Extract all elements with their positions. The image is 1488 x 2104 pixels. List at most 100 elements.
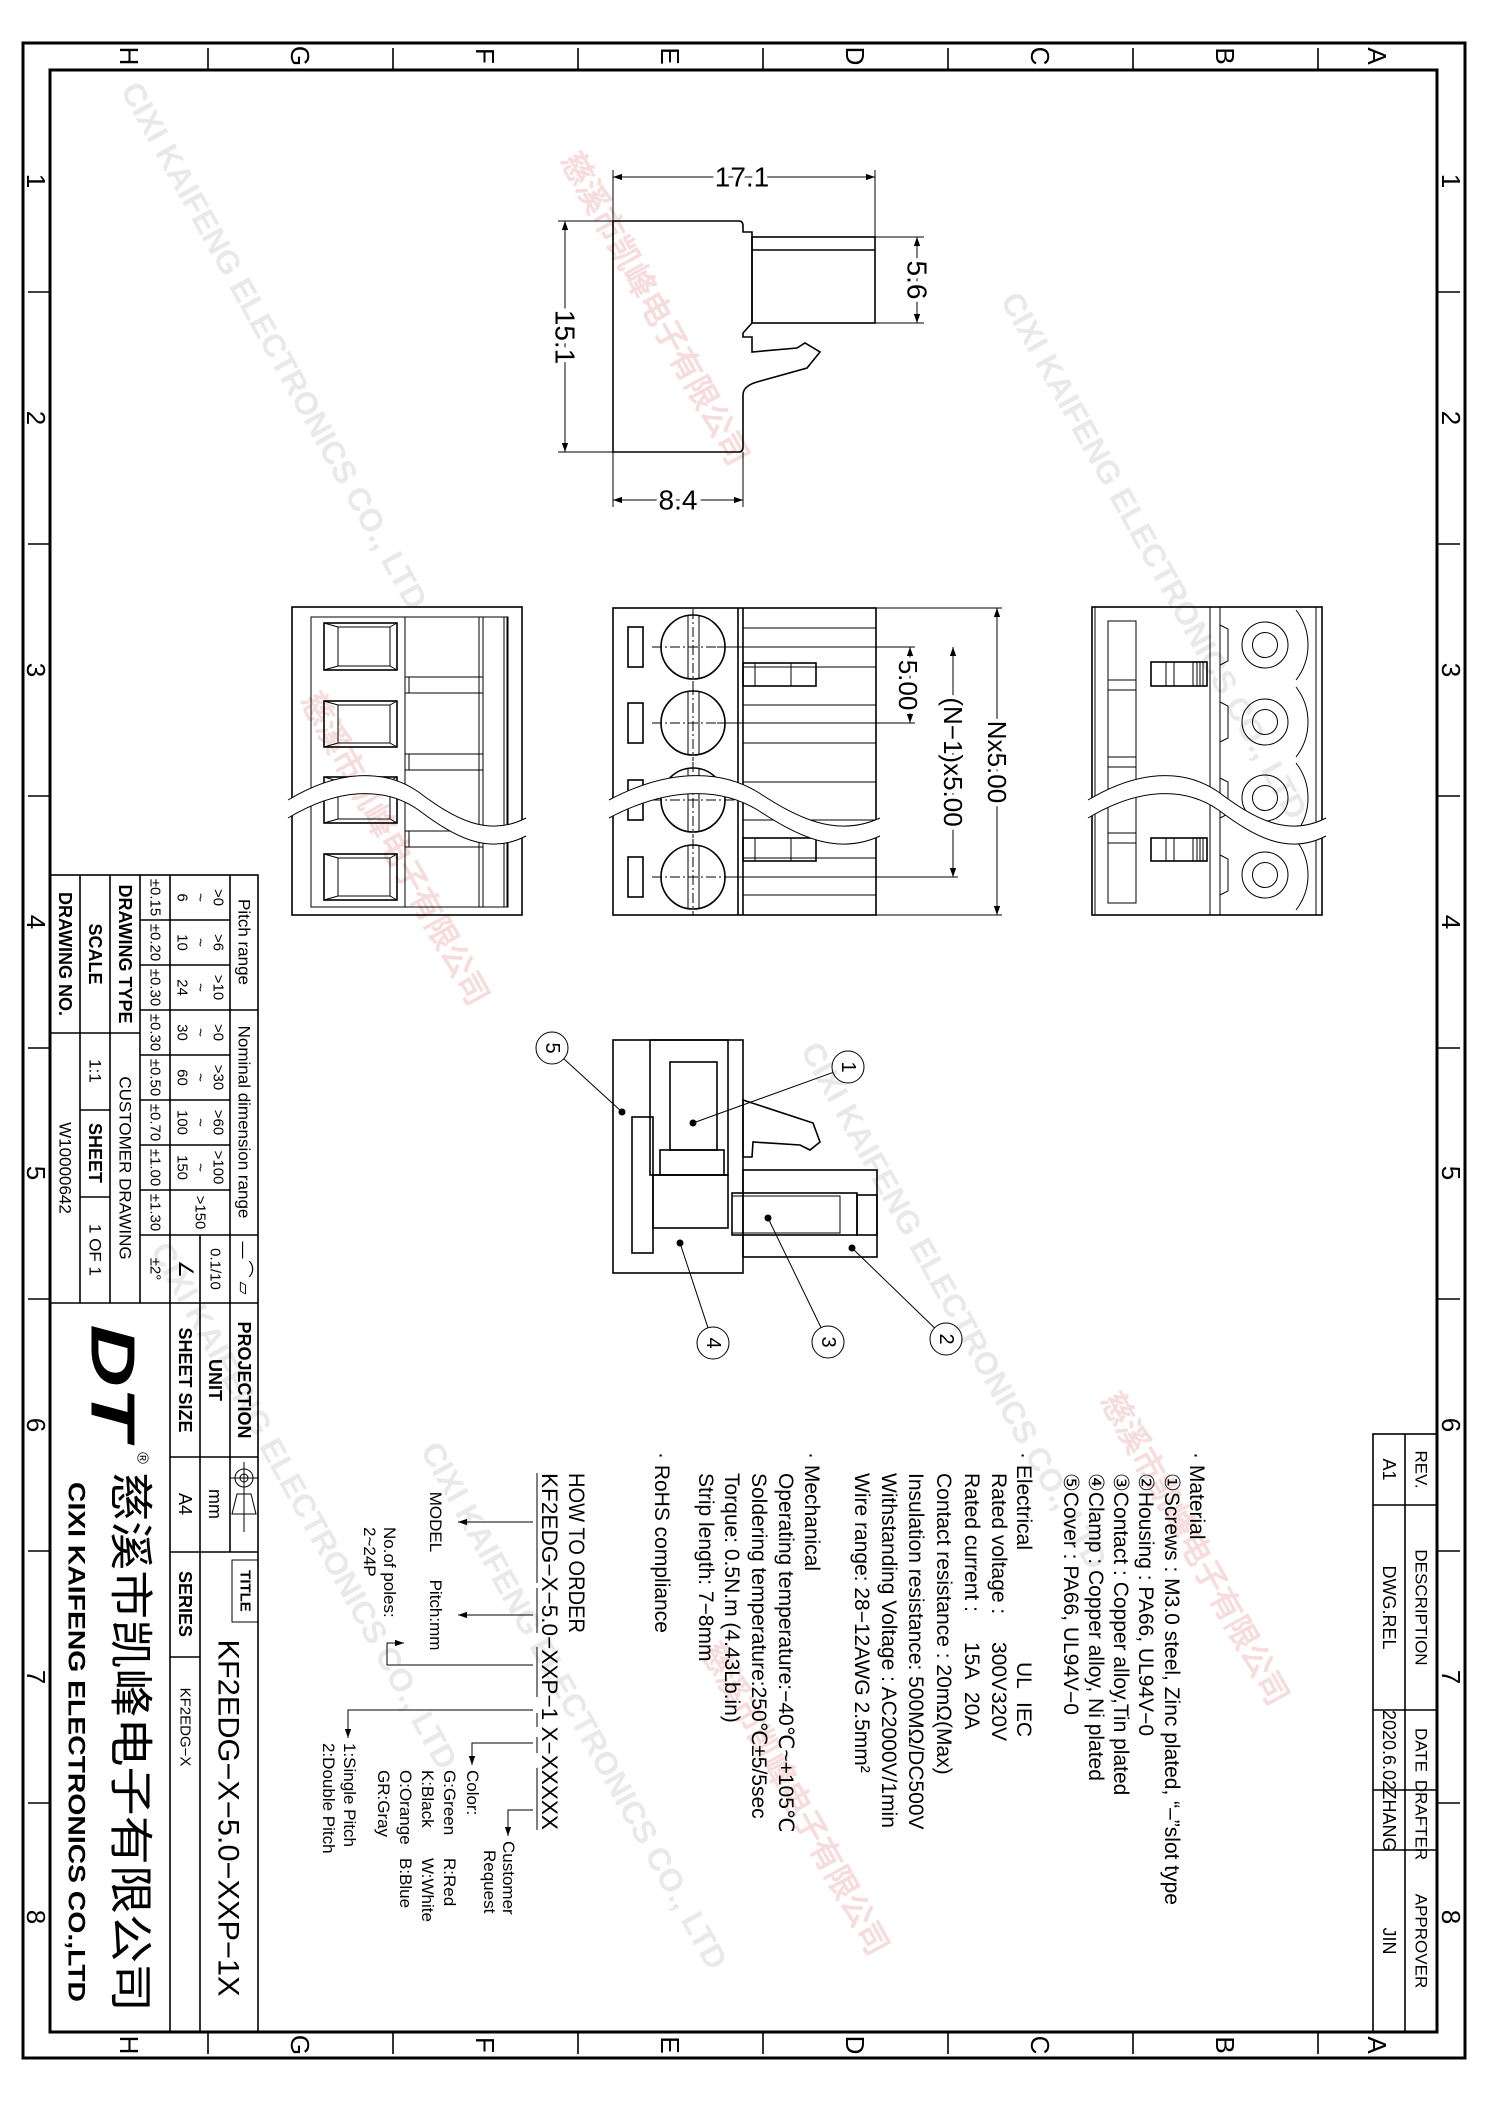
leader-line bbox=[692, 1071, 834, 1124]
company-name-cn: 慈溪市凯峰电子有限公司 bbox=[106, 1472, 155, 2012]
zone-number: 6 bbox=[1436, 1418, 1466, 1432]
contact-socket-inner bbox=[1252, 785, 1278, 811]
range-cell: ~ bbox=[192, 893, 209, 902]
color-heading: Color: bbox=[463, 1770, 482, 1815]
model-label: MODEL bbox=[426, 1492, 445, 1552]
wire-entry-window bbox=[323, 853, 398, 901]
range-cell: 6 bbox=[174, 893, 191, 901]
long-slot bbox=[1107, 620, 1137, 904]
scallop bbox=[1295, 686, 1309, 758]
range-cell: 30 bbox=[174, 1024, 191, 1041]
tolerance-cell: ±0.30 bbox=[147, 969, 164, 1006]
chamfer bbox=[389, 700, 398, 706]
chamfer bbox=[389, 895, 398, 901]
watermark-text: CIXI KAIFENG ELECTRONICS CO., LTD bbox=[114, 76, 435, 615]
revision-cell: JIN bbox=[1379, 1928, 1399, 1955]
zone-letter: B bbox=[1210, 47, 1240, 64]
chamfer bbox=[323, 622, 339, 628]
left-view bbox=[287, 606, 527, 916]
chamfer bbox=[389, 742, 398, 748]
plug-portion bbox=[751, 236, 876, 324]
tolerance-cell: ±0.15 bbox=[147, 879, 164, 916]
range-cell: ~ bbox=[192, 1073, 209, 1082]
test-slot bbox=[627, 702, 644, 744]
chamfer bbox=[389, 665, 398, 671]
range-cell: >10 bbox=[210, 975, 227, 1000]
electrical-item: Insulation resistance: 500MΩ/DC500V bbox=[904, 1473, 927, 1830]
revision-header: DATE bbox=[1412, 1728, 1431, 1772]
zone-number: 1 bbox=[1436, 174, 1466, 188]
leader-line bbox=[679, 1242, 709, 1328]
electrical-item: Wire range: 28−12AWG 2.5mm² bbox=[850, 1473, 873, 1773]
scallop bbox=[1295, 609, 1309, 681]
callout-balloon bbox=[535, 1031, 569, 1065]
range-cell: 24 bbox=[174, 979, 191, 996]
series-value: KF2EDG−X bbox=[177, 1688, 194, 1767]
tolerance-cell: ±0.20 bbox=[147, 924, 164, 961]
callout-balloon bbox=[831, 1050, 865, 1084]
registered-mark: ® bbox=[134, 1452, 151, 1464]
color-option: R:Red bbox=[440, 1858, 459, 1906]
range-cell: >150 bbox=[192, 1196, 209, 1230]
tolerance-cell: ±0.50 bbox=[147, 1059, 164, 1096]
customer-request-label: Customer bbox=[499, 1841, 518, 1915]
revision-cell: DWG.REL bbox=[1379, 1565, 1399, 1649]
material-item: ③Contact : Copper alloy,Tin plated bbox=[1109, 1473, 1132, 1795]
mating-view bbox=[1087, 606, 1327, 916]
customer-arrow bbox=[504, 1809, 533, 1836]
latch-bar bbox=[1150, 661, 1208, 687]
contact-bore bbox=[731, 1192, 858, 1236]
zone-number: 4 bbox=[21, 915, 51, 929]
range-cell: ~ bbox=[192, 983, 209, 992]
electrical-item: Withstanding Voltage : AC2000V/1min bbox=[877, 1473, 900, 1828]
ordering-code: KF2EDG−X−5.0−XXP−1 X−XXXXX bbox=[537, 1473, 562, 1830]
break-line bbox=[608, 775, 881, 827]
revision-table: REV.A1DESCRIPTIONDWG.RELDATE2020.6.02DRA… bbox=[1372, 1433, 1438, 2033]
contact-socket-outer bbox=[1241, 698, 1289, 746]
callout-number: 5 bbox=[541, 1042, 563, 1053]
range-cell: >0 bbox=[210, 1024, 227, 1041]
tube-opening bbox=[856, 1194, 878, 1236]
pitch-label: Pitch:mm bbox=[426, 1580, 445, 1651]
latch-bar bbox=[742, 837, 817, 862]
color-option: GR:Gray bbox=[374, 1770, 393, 1838]
unit-label: UNIT bbox=[205, 1359, 225, 1401]
leader-dot bbox=[676, 1239, 684, 1247]
range-cell: >30 bbox=[210, 1065, 227, 1090]
zone-letter: H bbox=[114, 2036, 144, 2055]
color-arrow bbox=[468, 1742, 533, 1765]
outer-border bbox=[21, 41, 1467, 2060]
material-item: ①Screws : M3.0 steel, Zinc plated, “–”sl… bbox=[1160, 1473, 1183, 1905]
range-cell: >60 bbox=[210, 1110, 227, 1135]
callout-number: 3 bbox=[817, 1336, 839, 1347]
electrical-heading: · Electrical bbox=[1012, 1452, 1035, 1550]
leader-dot bbox=[618, 1108, 626, 1116]
material-heading: · Material bbox=[1185, 1452, 1208, 1540]
dimension-height: 15.1 bbox=[550, 310, 581, 365]
zone-letter: F bbox=[470, 2037, 500, 2053]
side-view: 17.115.15.68.4 bbox=[546, 158, 937, 520]
company-logo: DT bbox=[78, 1325, 147, 1447]
zone-letter: G bbox=[285, 2035, 315, 2055]
iec-rating-value: 320V bbox=[987, 1692, 1010, 1741]
zone-letter: E bbox=[655, 47, 685, 64]
geometric-symbol: ▱ bbox=[235, 1281, 254, 1295]
range-cell: 60 bbox=[174, 1069, 191, 1086]
contact-socket-outer bbox=[1241, 851, 1289, 899]
wire-entry-window bbox=[323, 622, 398, 671]
housing-outline bbox=[612, 220, 822, 453]
range-cell: 10 bbox=[174, 934, 191, 951]
zone-number: 5 bbox=[21, 1166, 51, 1180]
zone-number: 3 bbox=[1436, 663, 1466, 677]
nominal-range-header: Nominal dimension range bbox=[235, 1026, 254, 1219]
rib-tab bbox=[404, 830, 410, 848]
sheet-value: 1 OF 1 bbox=[86, 1224, 105, 1276]
sheet-size-label: SHEET SIZE bbox=[175, 1327, 195, 1432]
view-outline bbox=[291, 606, 523, 916]
zone-number: 8 bbox=[1436, 1910, 1466, 1924]
test-slot bbox=[627, 626, 644, 668]
color-option: G:Green bbox=[440, 1770, 459, 1835]
